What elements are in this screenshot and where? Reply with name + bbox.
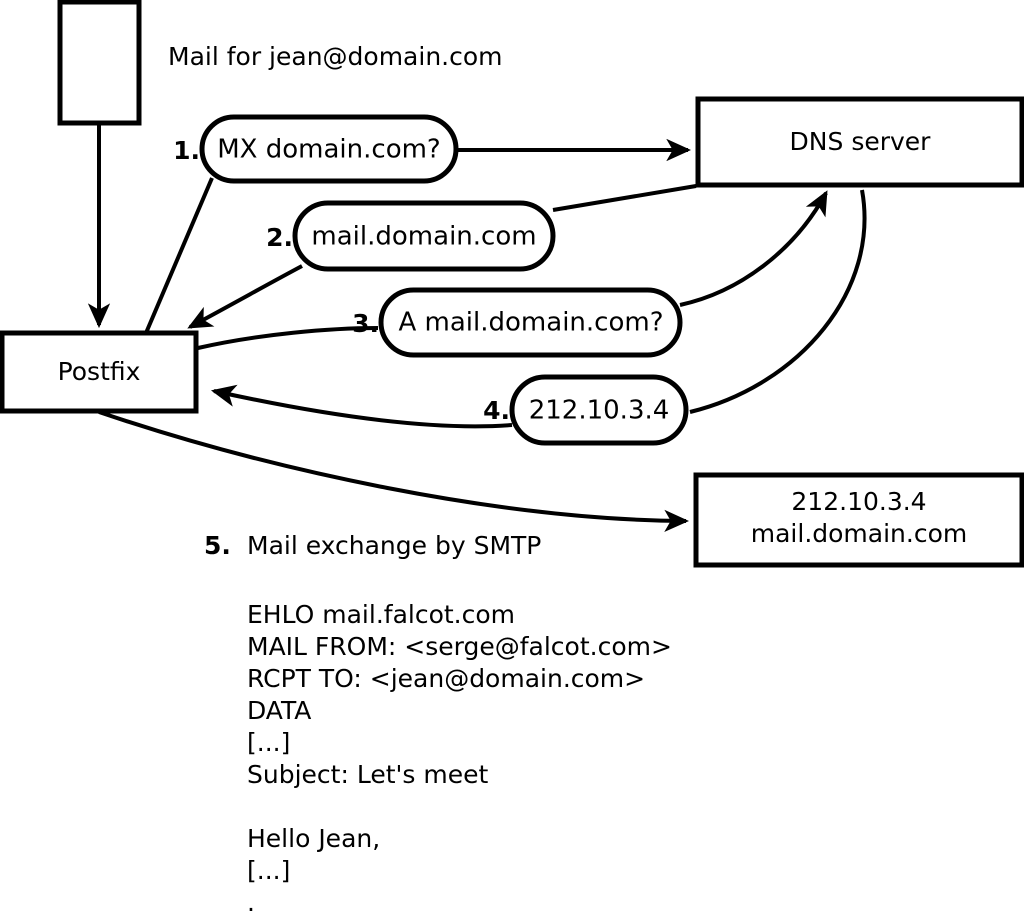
step-number-4: 4. [483,396,510,425]
mail-server-host-label: mail.domain.com [751,519,967,548]
bubble-step-1-label: MX domain.com? [217,135,440,165]
smtp-transcript-line: EHLO mail.falcot.com [247,600,516,629]
dns-server-label: DNS server [790,127,932,156]
edge-postfix-to-query-mx [144,177,214,334]
edge-answer-mx-to-postfix [187,264,303,329]
step-number-1: 1. [173,136,200,165]
edge-dns-to-answer-mx [552,184,697,212]
edge-dns-to-answer-a [689,189,867,414]
step-number-2: 2. [266,223,293,252]
edge-answer-a-to-postfix [210,384,513,429]
edge-query-a-to-dns [679,190,828,307]
smtp-transcript-line: DATA [247,696,312,725]
step-number-3: 3. [352,309,379,338]
step-5-label: Mail exchange by SMTP [247,531,542,560]
edge-postfix-to-mail-server [98,410,690,533]
edge-postfix-to-query-a [197,326,379,350]
step-number-5: 5. [204,531,231,560]
bubble-step-4-label: 212.10.3.4 [529,396,670,426]
smtp-transcript-line: . [247,888,255,917]
mail-server-ip-label: 212.10.3.4 [791,487,926,516]
smtp-transcript-line: RCPT TO: <jean@domain.com> [247,664,646,693]
diagram-title: Mail for jean@domain.com [168,42,503,71]
bubble-step-2-label: mail.domain.com [311,222,536,252]
sender-box [57,0,142,126]
smtp-transcript-line: [...] [247,728,291,757]
postfix-box [0,330,199,414]
bubble-step-3-label: A mail.domain.com? [399,308,664,338]
smtp-transcript-line: [...] [247,856,291,885]
mail-server-box [693,472,1024,568]
postfix-label: Postfix [58,357,141,386]
bubble-step-3 [378,287,683,358]
smtp-transcript-line: MAIL FROM: <serge@falcot.com> [247,632,672,661]
bubble-step-1 [199,114,459,184]
smtp-transcript-line: Subject: Let's meet [247,760,489,789]
smtp-transcript-line [247,791,672,823]
bubble-step-4 [509,374,689,446]
smtp-transcript-line: Hello Jean, [247,824,381,853]
dns-server-box [695,96,1024,188]
bubble-step-2 [292,200,556,272]
